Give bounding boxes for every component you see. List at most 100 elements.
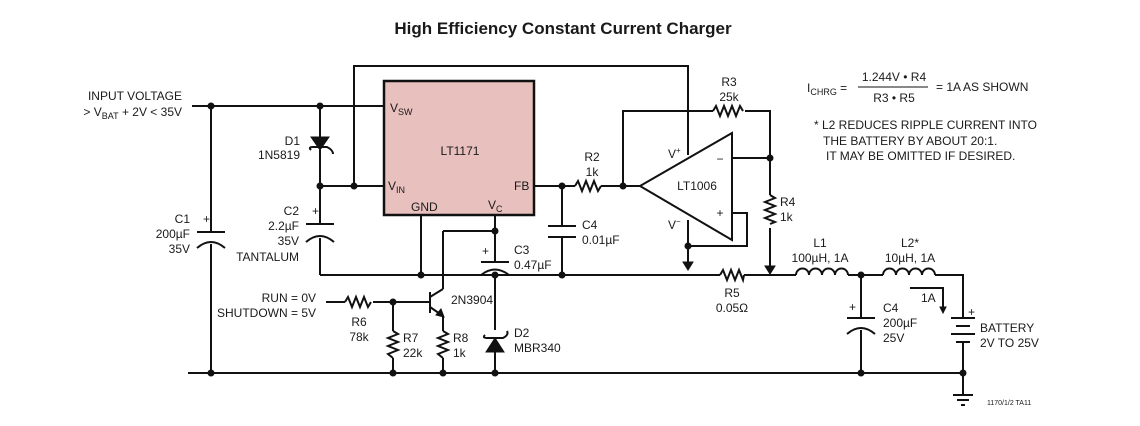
figure-id: 1170/1/2 TA11 [987,400,1031,407]
r6-ref: R6 [351,315,367,329]
c1-rating: 35V [169,242,190,256]
capacitor-c4b: + C4 200µF 25V [846,300,917,345]
capacitor-c1: + C1 200µF 35V [156,212,226,256]
run-label: RUN = 0V [262,291,316,305]
d2-ref: D2 [514,326,530,340]
note-line-1: * L2 REDUCES RIPPLE CURRENT INTO [814,118,1037,132]
r8-value: 1k [453,346,467,360]
r3-ref: R3 [721,75,737,89]
input-voltage-label: INPUT VOLTAGE [88,89,182,103]
svg-text:+: + [203,212,210,226]
battery: + BATTERY 2V TO 25V [951,305,1039,352]
d2-value: MBR340 [514,341,561,355]
c4b-ref: C4 [883,301,899,315]
opamp-noninv-sign: + [716,206,723,220]
r5-value: 0.05Ω [716,301,748,315]
capacitor-c3: + C3 0.47µF [480,243,552,276]
r2-value: 1k [586,165,600,179]
d1-ref: D1 [285,134,301,148]
current-label: 1A [921,291,936,305]
opamp-name: LT1006 [677,179,717,193]
battery-label: BATTERY [980,321,1034,335]
resistor-r8: R8 1k [435,330,469,360]
arrow-vminus [682,261,694,271]
c2-value: 2.2µF [268,219,299,233]
c4b-rating: 25V [883,331,904,345]
resistor-r2: R2 1k [574,150,602,194]
r7-value: 22k [403,346,423,360]
formula-numerator: 1.244V • R4 [862,70,927,84]
l2-value: 10µH, 1A [885,251,935,265]
capacitor-c2: + C2 2.2µF 35V TANTALUM [236,204,335,264]
resistor-r7: R7 22k [385,330,423,360]
l1-value: 100µH, 1A [792,251,849,265]
pin-vplus: V+ [668,146,681,161]
note-line-2: THE BATTERY BY ABOUT 20:1. [823,134,997,148]
pin-vc: VC [488,198,503,214]
opamp-lt1006: LT1006 − + V+ V− [638,131,776,275]
r3-value: 25k [719,90,739,104]
r7-ref: R7 [403,331,419,345]
battery-range: 2V TO 25V [980,336,1039,350]
formula-lhs: ICHRG = [807,81,847,97]
pin-gnd: GND [411,200,438,214]
svg-text:+: + [849,300,856,314]
l2-ref: L2* [901,236,919,250]
opamp-inv-sign: − [716,152,723,166]
diagram-title: High Efficiency Constant Current Charger [394,19,732,38]
r8-ref: R8 [453,331,469,345]
resistor-r4: R4 1k [762,194,796,225]
wire-output [848,274,964,305]
shutdown-label: SHUTDOWN = 5V [217,306,316,320]
inductor-l2: L2* 10µH, 1A [882,236,936,276]
svg-text:+: + [312,204,319,218]
pin-vminus: V− [668,217,681,232]
r4-value: 1k [780,210,794,224]
current-arrow: 1A [910,287,947,315]
c1-value: 200µF [156,227,190,241]
svg-text:+: + [482,244,489,258]
c1-ref: C1 [175,212,191,226]
diode-d1: D1 1N5819 [258,134,334,162]
c3-value: 0.47µF [514,258,552,272]
inductor-l1: L1 100µH, 1A [792,236,849,276]
svg-text:+: + [968,305,975,319]
q1-value: 2N3904 [451,293,493,307]
l1-ref: L1 [813,236,827,250]
arrow-r4 [764,265,776,275]
note-line-3: IT MAY BE OMITTED IF DESIRED. [826,149,1015,163]
pin-fb: FB [514,179,529,193]
wire-r3-loop [622,110,771,186]
resistor-r5: R5 0.05Ω [716,267,748,315]
wire-opamp-noninv [687,212,748,247]
diode-d2: D2 MBR340 [482,326,561,355]
ground-icon [953,394,973,406]
formula-rhs: = 1A AS SHOWN [936,80,1028,94]
r2-ref: R2 [584,150,600,164]
c2-rating: 35V [278,234,299,248]
ic-name: LT1171 [441,144,480,158]
pin-vsw: VSW [390,101,413,117]
c4a-value: 0.01µF [582,233,620,247]
resistor-r6: R6 78k [344,294,372,344]
wires [188,65,964,395]
transistor-2n3904: 2N3904 [429,288,493,318]
charge-current-formula: ICHRG = 1.244V • R4 R3 • R5 = 1A AS SHOW… [807,70,1028,105]
c4a-ref: C4 [582,218,598,232]
r4-ref: R4 [780,195,796,209]
ic-body [382,79,536,217]
formula-denominator: R3 • R5 [873,91,915,105]
wire-collector [442,230,495,289]
capacitor-c4a: C4 0.01µF [548,218,620,247]
c2-type: TANTALUM [236,250,299,264]
c4b-value: 200µF [883,316,917,330]
c3-ref: C3 [514,243,530,257]
r5-ref: R5 [724,286,740,300]
ic-lt1171: LT1171 VSW VIN GND VC FB [382,79,536,217]
pin-vin: VIN [388,179,405,195]
c2-ref: C2 [284,204,300,218]
d1-value: 1N5819 [258,148,300,162]
input-voltage-range: > VBAT + 2V < 35V [83,105,182,121]
resistor-r3: R3 25k [712,75,744,119]
